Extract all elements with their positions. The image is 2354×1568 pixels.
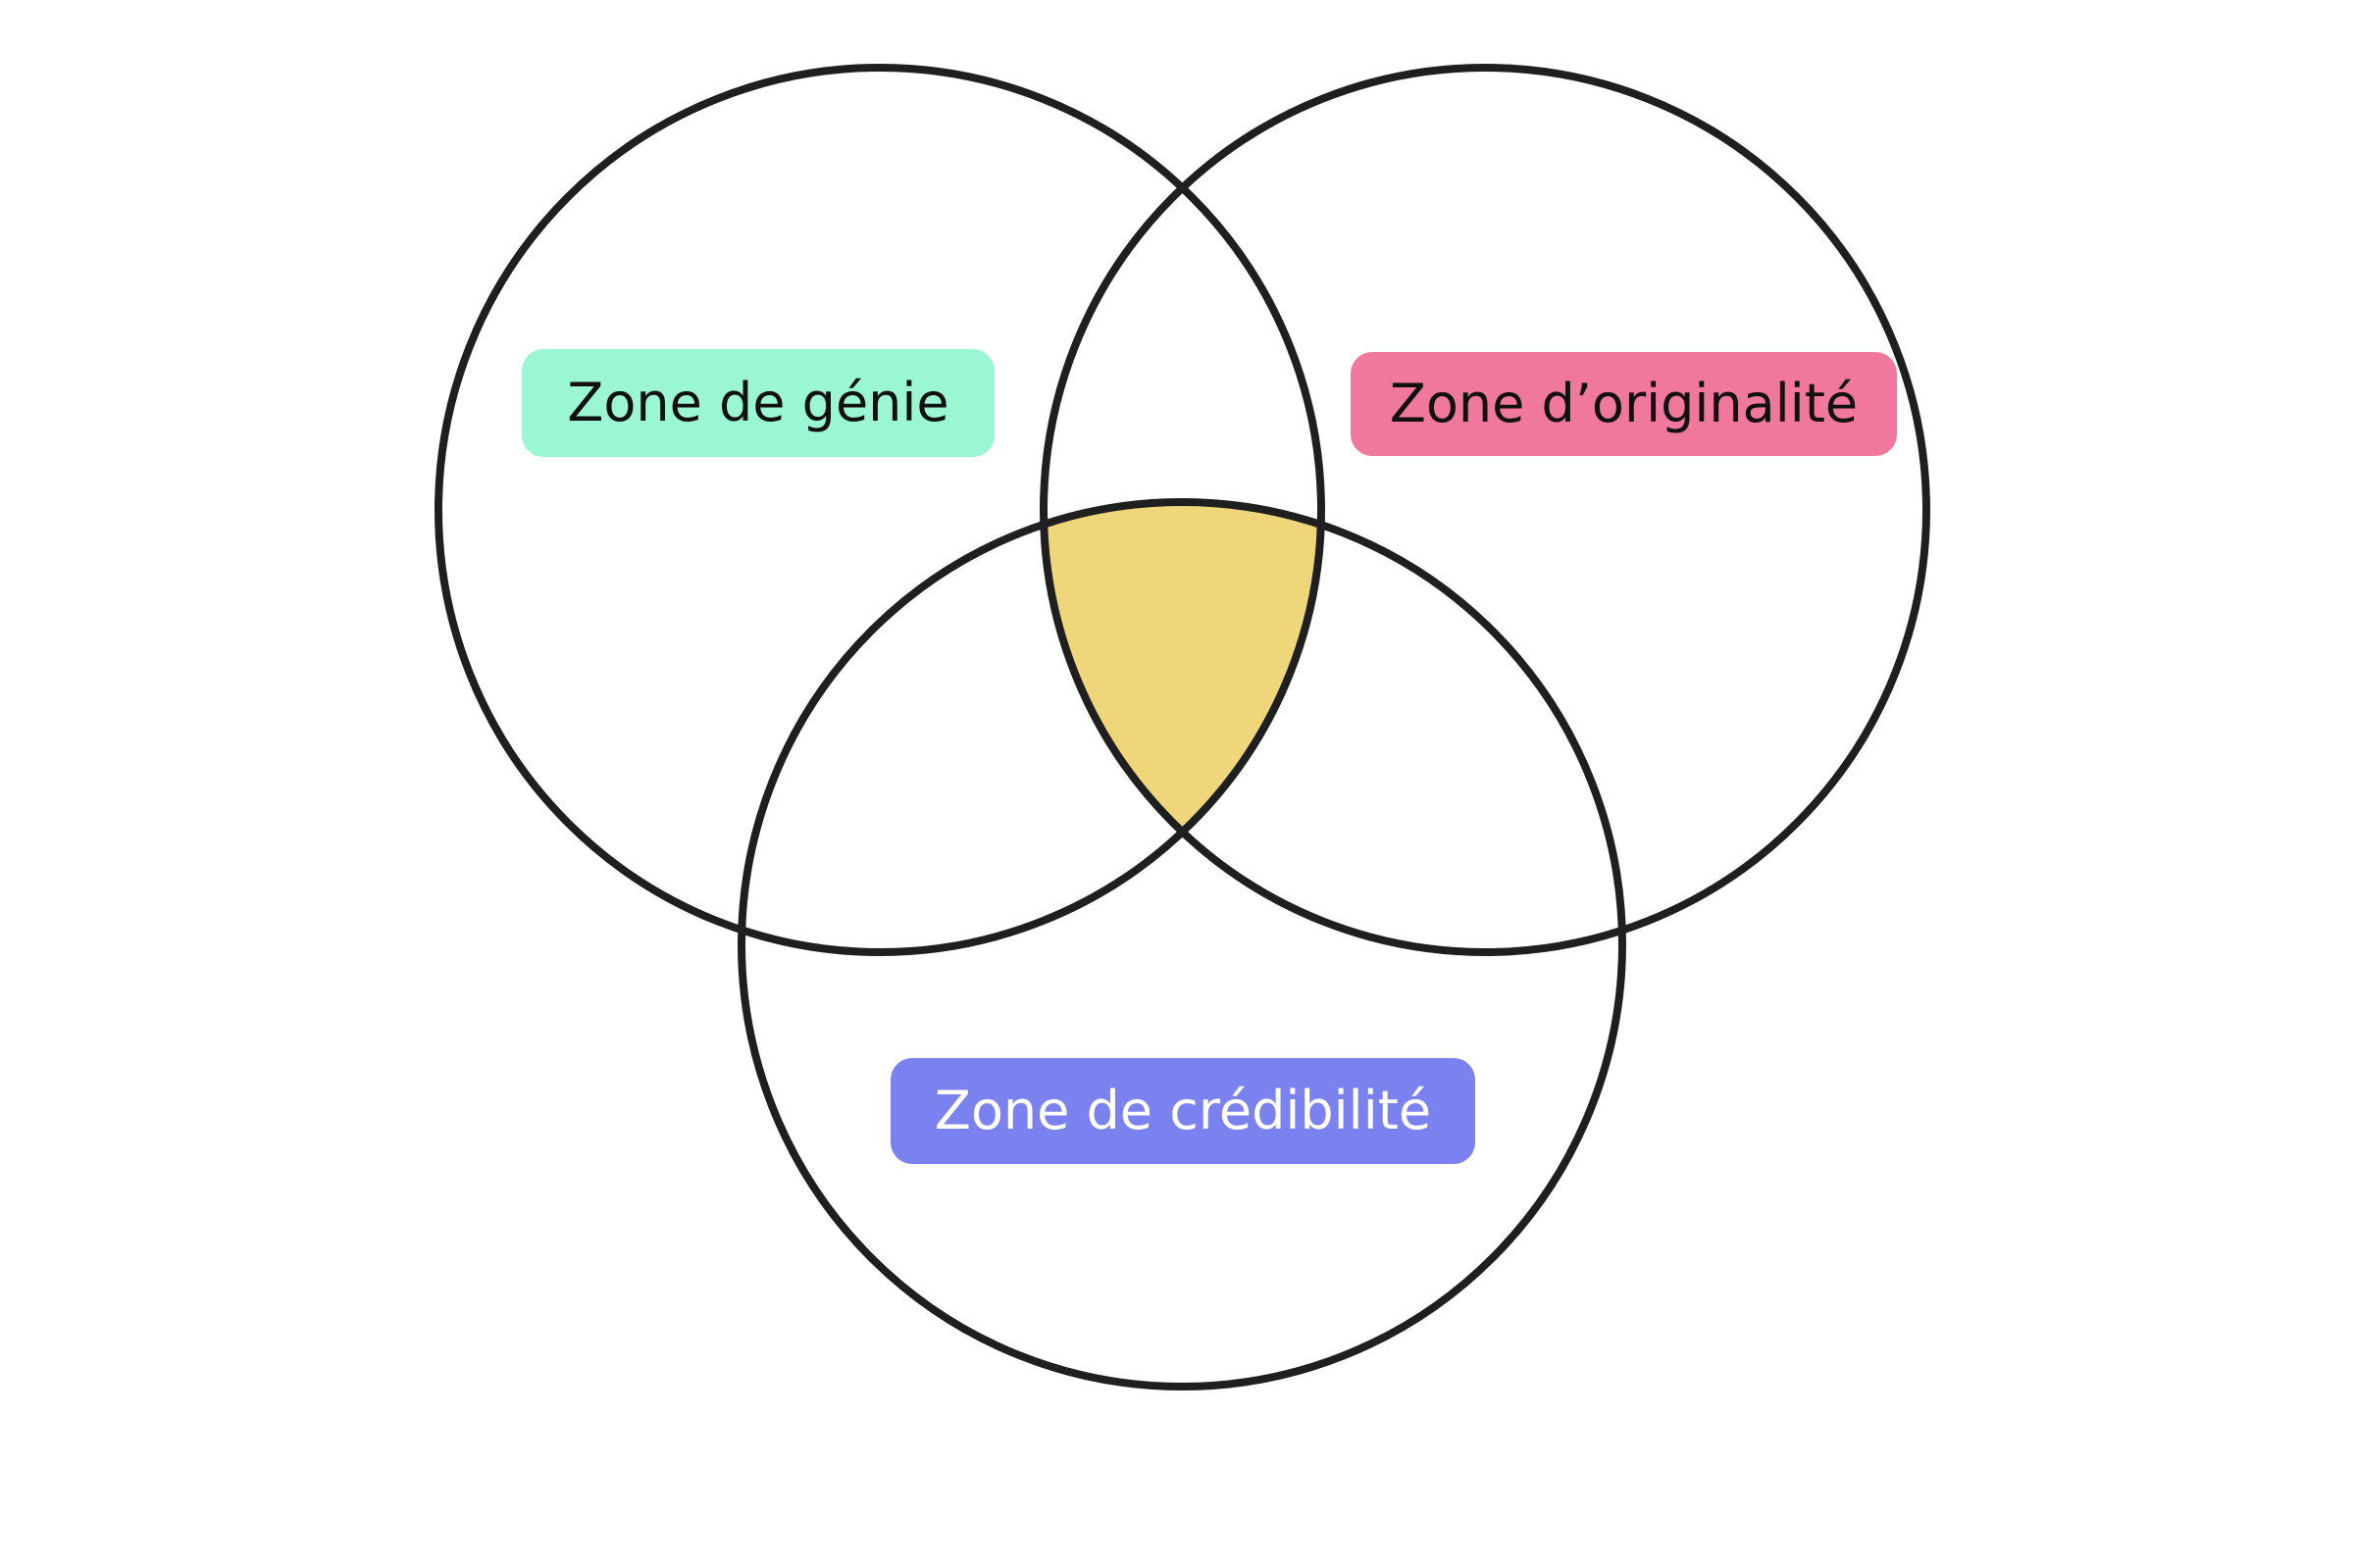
circle-zone-d-originalite (1040, 64, 1930, 956)
label-zone-de-credibilite: Zone de crédibilité (891, 1058, 1475, 1164)
label-zone-de-genie: Zone de génie (522, 349, 995, 457)
circle-zone-de-credibilite (738, 498, 1626, 1391)
triple-intersection-region (1044, 502, 1321, 952)
label-zone-d-originalite: Zone d’originalité (1351, 352, 1897, 456)
circle-zone-de-genie (435, 64, 1325, 956)
